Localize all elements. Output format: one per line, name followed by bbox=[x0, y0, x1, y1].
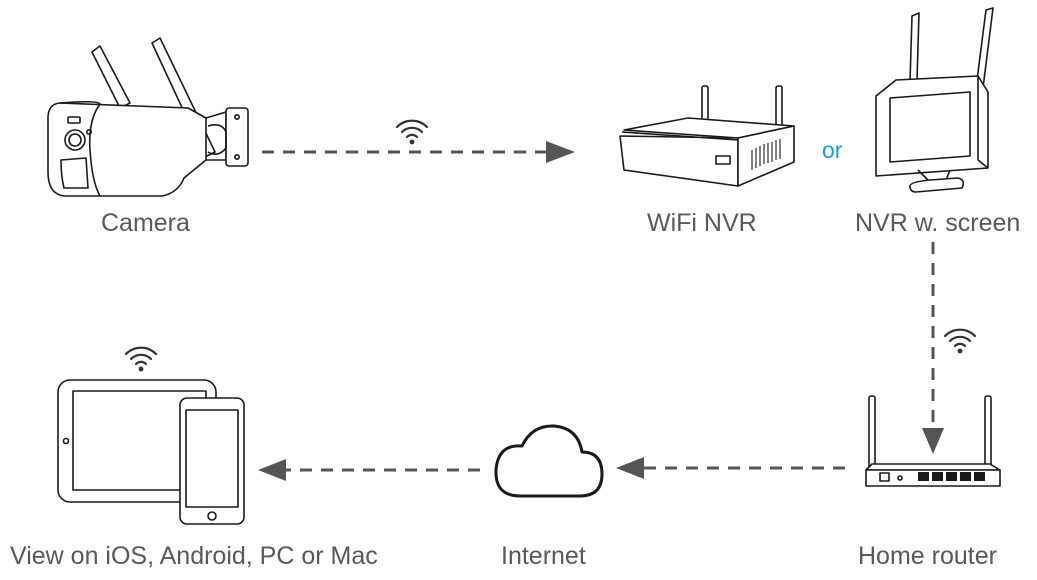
cloud-icon bbox=[494, 424, 604, 498]
arrow-camera-to-nvr bbox=[262, 141, 575, 163]
tablet-phone-icon bbox=[57, 379, 245, 525]
arrow-internet-to-devices bbox=[258, 459, 480, 481]
home-router-label: Home router bbox=[858, 542, 997, 570]
wifi-nvr-icon bbox=[619, 85, 795, 187]
nvr-screen-label: NVR w. screen bbox=[855, 209, 1021, 237]
wifi-nvr-label: WiFi NVR bbox=[647, 209, 757, 237]
nvr-with-screen-icon bbox=[875, 7, 994, 193]
or-label: or bbox=[822, 137, 843, 163]
camera-icon bbox=[47, 37, 249, 197]
home-router-icon bbox=[865, 395, 1001, 487]
arrow-nvr-to-router bbox=[922, 242, 944, 454]
arrow-router-to-internet bbox=[616, 457, 845, 479]
wifi-icon bbox=[124, 346, 158, 372]
internet-label: Internet bbox=[501, 542, 586, 570]
wifi-icon bbox=[943, 328, 977, 354]
wifi-icon bbox=[395, 119, 429, 145]
camera-label: Camera bbox=[101, 209, 190, 237]
devices-label: View on iOS, Android, PC or Mac bbox=[10, 542, 378, 570]
